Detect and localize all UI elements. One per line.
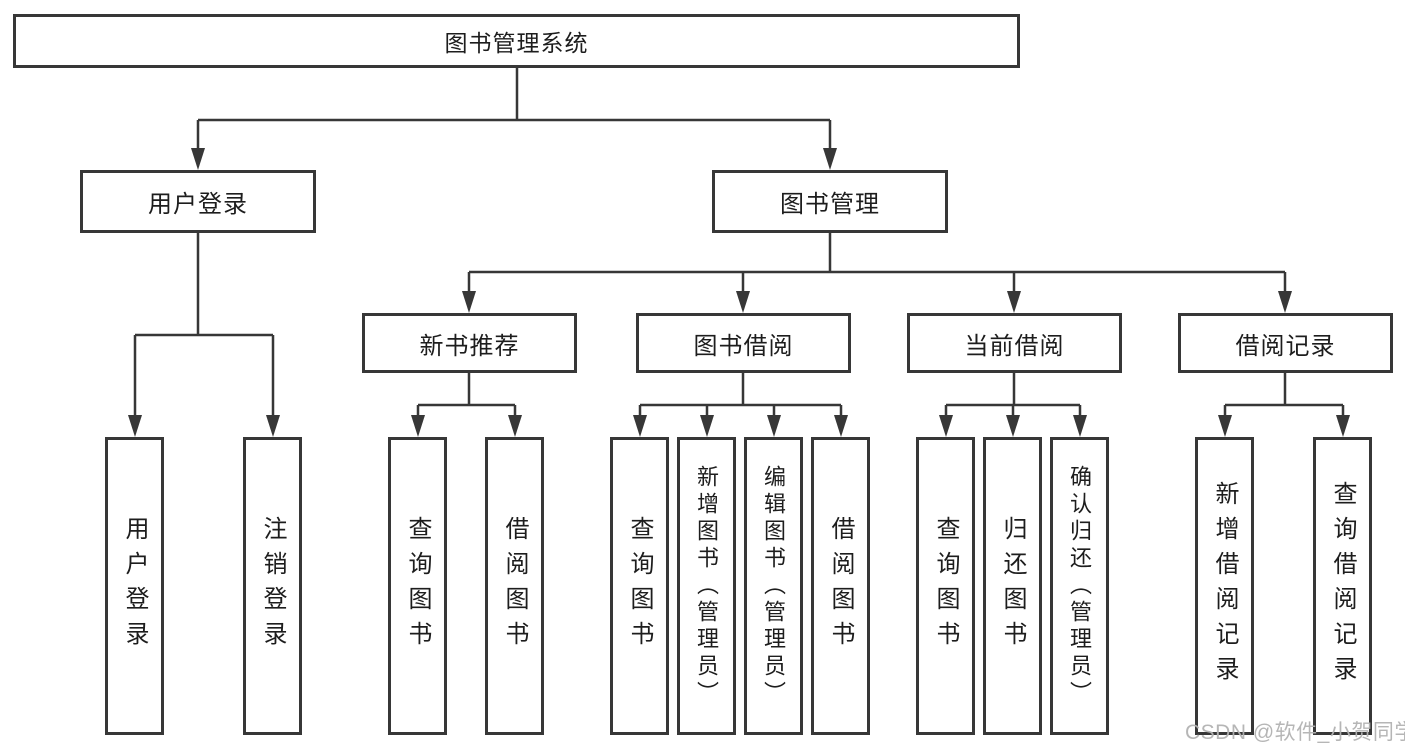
node-leaf-br-query-record: 查询借阅记录 xyxy=(1313,437,1372,735)
node-current-borrow: 当前借阅 xyxy=(907,313,1122,373)
node-user-login: 用户登录 xyxy=(80,170,316,233)
node-borrow-records: 借阅记录 xyxy=(1178,313,1393,373)
node-book-borrow: 图书借阅 xyxy=(636,313,851,373)
node-leaf-logout: 注销登录 xyxy=(243,437,302,735)
node-root: 图书管理系统 xyxy=(13,14,1020,68)
node-leaf-bb-edit-books: 编辑图书（管理员） xyxy=(744,437,803,735)
node-leaf-cb-return-books: 归还图书 xyxy=(983,437,1042,735)
node-leaf-br-add-record: 新增借阅记录 xyxy=(1195,437,1254,735)
node-leaf-cb-query-books: 查询图书 xyxy=(916,437,975,735)
node-new-book-recommend: 新书推荐 xyxy=(362,313,577,373)
node-leaf-bb-query-books: 查询图书 xyxy=(610,437,669,735)
node-leaf-user-login: 用户登录 xyxy=(105,437,164,735)
node-leaf-bb-add-books: 新增图书（管理员） xyxy=(677,437,736,735)
node-leaf-cb-confirm-return: 确认归还（管理员） xyxy=(1050,437,1109,735)
node-leaf-nb-borrow-books: 借阅图书 xyxy=(485,437,544,735)
watermark: CSDN @软件_小贺同学 xyxy=(1185,721,1405,744)
node-leaf-nb-query-books: 查询图书 xyxy=(388,437,447,735)
node-leaf-bb-borrow-books: 借阅图书 xyxy=(811,437,870,735)
node-book-management: 图书管理 xyxy=(712,170,948,233)
